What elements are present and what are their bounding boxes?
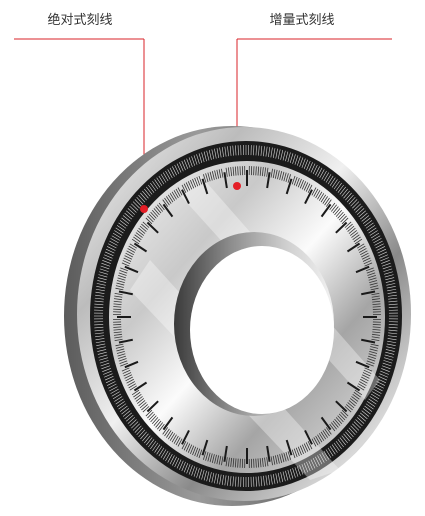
absolute-minor-tick [256, 166, 257, 175]
absolute-minor-tick [238, 459, 239, 468]
absolute-minor-tick [238, 166, 239, 175]
label-absolute-graduation: 绝对式刻线 [47, 12, 112, 28]
absolute-minor-tick [256, 459, 257, 468]
dot-absolute [140, 205, 148, 213]
dot-incremental [233, 182, 241, 190]
label-incremental-graduation: 增量式刻线 [269, 13, 334, 28]
center-hole [190, 246, 334, 414]
